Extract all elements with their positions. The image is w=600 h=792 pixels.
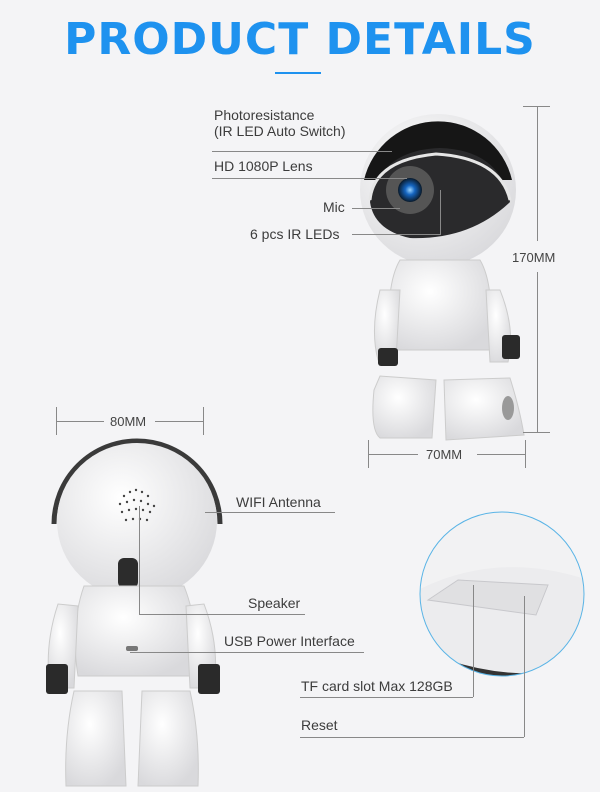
- callout-line-wifi: [205, 512, 335, 513]
- dim-head-line-left: [56, 421, 104, 422]
- dim-head-label: 80MM: [110, 414, 147, 429]
- dim-width-right-cap: [525, 440, 526, 468]
- callout-line-tf: [300, 697, 473, 698]
- dim-height-label: 170MM: [512, 250, 556, 265]
- callout-line-speaker-vertical: [139, 506, 140, 614]
- robot-back-image: [46, 438, 223, 787]
- callout-reset: Reset: [301, 717, 338, 733]
- dim-head-line-right: [155, 421, 203, 422]
- callout-line-ir-leds: [352, 234, 440, 235]
- callout-line-tf-vertical: [473, 585, 474, 697]
- callout-tf-card: TF card slot Max 128GB: [301, 678, 453, 694]
- dim-height-bottom-cap: [523, 432, 550, 433]
- callout-hd-lens: HD 1080P Lens: [214, 158, 313, 174]
- callout-photoresistance: Photoresistance (IR LED Auto Switch): [214, 107, 346, 139]
- dim-width-label: 70MM: [426, 447, 463, 462]
- callout-line-reset: [300, 737, 524, 738]
- robot-front-image: [360, 114, 525, 441]
- dim-head-right-cap: [203, 407, 204, 435]
- dim-height-line-bottom: [537, 272, 538, 432]
- callout-line-hd-lens: [212, 178, 407, 179]
- callout-line-speaker: [139, 614, 305, 615]
- callout-mic: Mic: [323, 199, 345, 215]
- callout-line-mic: [352, 208, 400, 209]
- callout-usb-power: USB Power Interface: [224, 633, 355, 649]
- dim-width-line-right: [477, 454, 525, 455]
- dim-width-line-left: [368, 454, 418, 455]
- callout-speaker: Speaker: [248, 595, 301, 611]
- callout-line-reset-vertical: [524, 596, 525, 737]
- callout-ir-leds: 6 pcs IR LEDs: [250, 226, 340, 242]
- callout-wifi-antenna: WIFI Antenna: [236, 494, 321, 510]
- detail-zoom-image: [419, 511, 585, 677]
- dim-height-line-top: [537, 106, 538, 241]
- page-title: PRODUCT DETAILS: [64, 14, 536, 65]
- callout-line-photoresistance: [212, 151, 392, 152]
- callout-line-ir-leds-vertical: [440, 190, 441, 235]
- callout-line-usb: [130, 652, 364, 653]
- dim-height-top-cap: [523, 106, 550, 107]
- title-underline: [275, 72, 321, 74]
